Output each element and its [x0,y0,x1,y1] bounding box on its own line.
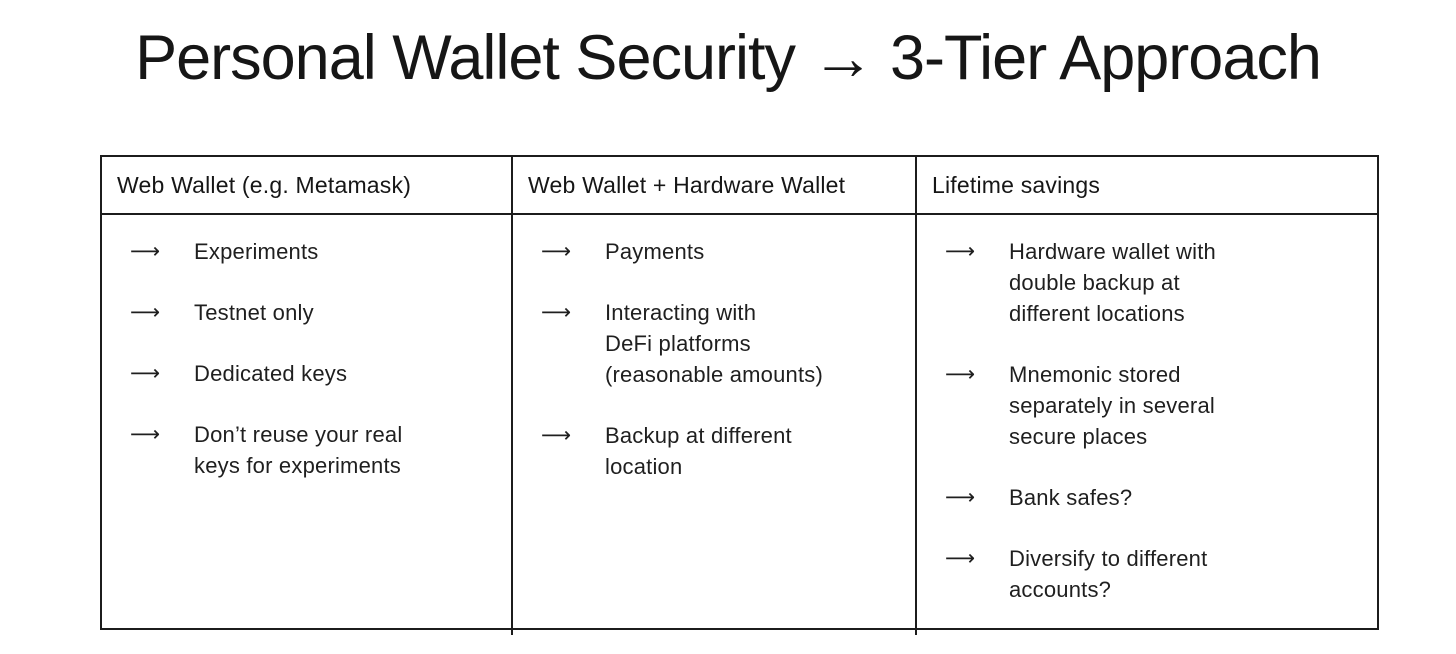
arrow-bullet-icon: ⟶ [945,240,976,263]
list-item-text: Mnemonic stored separately in several se… [1009,362,1215,449]
list-item-text: Bank safes? [1009,485,1133,510]
tier-column-3: Lifetime savings ⟶ Hardware wallet with do… [915,157,1377,635]
column-header: Web Wallet + Hardware Wallet [513,157,915,215]
list-item: ⟶ Mnemonic stored separately in several s… [917,359,1365,452]
list-item: ⟶ Testnet only [102,297,499,328]
list-item: ⟶ Backup at different location [513,420,903,482]
tier-table: Web Wallet (e.g. Metamask) ⟶ Experiments ⟶ T… [100,155,1379,635]
arrow-bullet-icon: ⟶ [130,301,161,324]
list-item-text: Experiments [194,239,319,264]
arrow-bullet-icon: ⟶ [945,486,976,509]
arrow-bullet-icon: ⟶ [541,301,572,324]
arrow-bullet-icon: ⟶ [130,362,161,385]
list-item: ⟶ Diversify to different accounts? [917,543,1365,605]
list-item: ⟶ Payments [513,236,903,267]
arrow-bullet-icon: ⟶ [945,547,976,570]
list-item-text: Hardware wallet with double backup at di… [1009,239,1216,326]
list-item-text: Diversify to different accounts? [1009,546,1208,602]
arrow-bullet-icon: ⟶ [130,240,161,263]
column-body: ⟶ Payments ⟶ Interacting with DeFi platform… [513,215,915,635]
arrow-bullet-icon: ⟶ [130,423,161,446]
column-header: Lifetime savings [917,157,1377,215]
list-item-text: Testnet only [194,300,314,325]
list-item-text: Dedicated keys [194,361,348,386]
tier-column-2: Web Wallet + Hardware Wallet ⟶ Payments ⟶ In… [511,157,915,635]
arrow-bullet-icon: ⟶ [541,424,572,447]
page-title: Personal Wallet Security → 3-Tier Approa… [135,23,1322,93]
list-item: ⟶ Experiments [102,236,499,267]
arrow-bullet-icon: ⟶ [541,240,572,263]
column-body: ⟶ Hardware wallet with double backup at d… [917,215,1377,635]
list-item: ⟶ Bank safes? [917,482,1365,513]
column-header: Web Wallet (e.g. Metamask) [102,157,511,215]
list-item-text: Don’t reuse your real keys for experimen… [194,422,403,478]
list-item-text: Interacting with DeFi platforms (reasona… [605,300,824,387]
list-item-text: Payments [605,239,705,264]
list-item: ⟶ Interacting with DeFi platforms (reason… [513,297,903,390]
list-item: ⟶ Dedicated keys [102,358,499,389]
column-body: ⟶ Experiments ⟶ Testnet only ⟶ Dedicated keys… [102,215,511,635]
arrow-bullet-icon: ⟶ [945,363,976,386]
tier-column-1: Web Wallet (e.g. Metamask) ⟶ Experiments ⟶ T… [102,157,511,635]
list-item: ⟶ Hardware wallet with double backup at d… [917,236,1365,329]
list-item-text: Backup at different location [605,423,792,479]
list-item: ⟶ Don’t reuse your real keys for experime… [102,419,499,481]
